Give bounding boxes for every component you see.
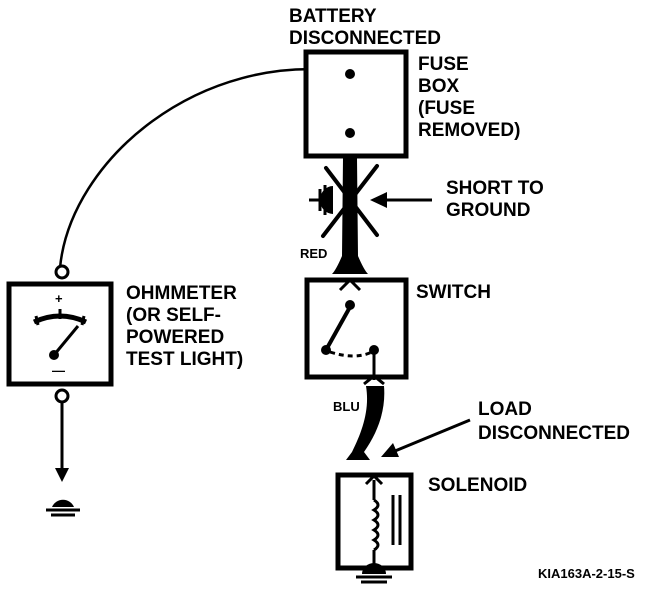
ohmmeter-label-line1: OHMMETER <box>126 283 237 304</box>
switch-pivot <box>321 345 331 355</box>
fuse-label-line1: FUSE <box>418 54 469 75</box>
short-to-ground-mark <box>321 164 379 238</box>
fuse-box <box>303 49 409 159</box>
fuse-terminal-bottom <box>345 128 355 138</box>
red-wire-label: RED <box>300 246 327 261</box>
battery-label-line2: DISCONNECTED <box>289 28 441 49</box>
ohmmeter-label-line3: POWERED <box>126 327 224 348</box>
meter-needle <box>52 325 80 356</box>
ohmmeter-terminal-top <box>54 264 70 280</box>
load-arrow <box>381 418 471 457</box>
solenoid-label: SOLENOID <box>428 475 527 496</box>
switch-label: SWITCH <box>416 282 491 303</box>
test-lead-wire <box>58 67 349 269</box>
ohmmeter-label-line4: TEST LIGHT) <box>126 349 243 370</box>
battery-label-line1: BATTERY <box>289 6 377 27</box>
blu-wire <box>346 386 385 460</box>
switch-blade <box>324 306 352 351</box>
fuse-label-line3: (FUSE <box>418 98 475 119</box>
short-label-line2: GROUND <box>446 200 530 221</box>
solenoid-coil <box>371 498 380 552</box>
fuse-terminal-top <box>345 69 355 79</box>
meter-plus-sign: + <box>55 291 63 306</box>
meter-pivot <box>49 350 59 360</box>
switch-box <box>304 277 409 386</box>
ohmmeter-ground-icon <box>46 499 80 517</box>
short-label-line1: SHORT TO <box>446 178 544 199</box>
figure-id: KIA163A-2-15-S <box>538 566 635 581</box>
fuse-label-line2: BOX <box>418 76 460 97</box>
ohmmeter-terminal-bottom <box>54 388 70 404</box>
ohmmeter: + — <box>6 264 114 482</box>
fuse-label-line4: REMOVED) <box>418 120 520 141</box>
meter-minus-sign: — <box>52 363 65 378</box>
solenoid-ground-icon <box>356 563 392 584</box>
blu-wire-label: BLU <box>333 399 360 414</box>
chassis-ground-icon <box>309 185 333 215</box>
solenoid-box <box>335 472 414 571</box>
load-label-line2: DISCONNECTED <box>478 423 630 444</box>
switch-dashed-path <box>329 350 373 358</box>
short-arrow <box>370 192 432 208</box>
load-label-line1: LOAD <box>478 399 532 420</box>
ohmmeter-label-line2: (OR SELF- <box>126 305 221 326</box>
switch-arrow-top <box>338 277 362 292</box>
red-wire <box>332 158 368 274</box>
